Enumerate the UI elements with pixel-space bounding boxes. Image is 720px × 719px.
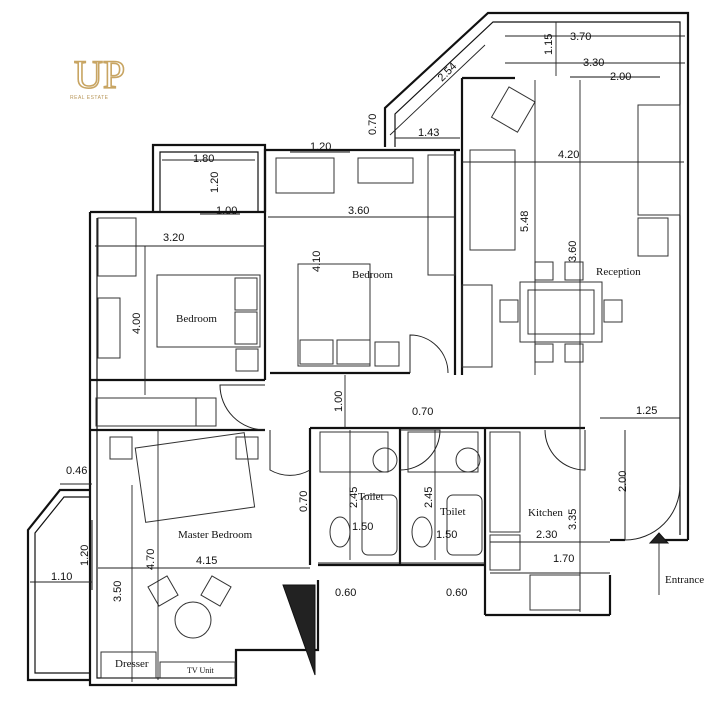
room-labels: Bedroom Bedroom Reception Master Bedroom…	[115, 266, 704, 675]
dim-3-60: 3.60	[348, 205, 369, 217]
dim-1-20-left: 1.20	[79, 545, 91, 566]
dimension-lines	[30, 22, 685, 682]
dim-2-00-top: 2.00	[610, 71, 631, 83]
dim-2-45-a: 2.45	[348, 487, 360, 508]
dim-3-50: 3.50	[112, 581, 124, 602]
dim-1-00-hall: 1.00	[333, 391, 345, 412]
dim-0-70-hall: 0.70	[412, 406, 433, 418]
dim-0-70-door: 0.70	[298, 491, 310, 512]
company-logo: UP REAL ESTATE	[70, 51, 126, 101]
dim-3-20: 3.20	[163, 232, 184, 244]
logo-subtitle: REAL ESTATE	[70, 95, 109, 101]
dim-0-70-top: 0.70	[367, 114, 379, 135]
dim-4-70: 4.70	[145, 549, 157, 570]
dim-1-50-b: 1.50	[436, 529, 457, 541]
room-label-toilet-2: Toilet	[440, 506, 466, 518]
dim-3-30: 3.30	[583, 57, 604, 69]
dim-4-00: 4.00	[131, 313, 143, 334]
dim-2-00-kitchen: 2.00	[617, 471, 629, 492]
room-label-reception: Reception	[596, 266, 641, 278]
room-label-toilet-1: Toilet	[358, 491, 384, 503]
dim-4-10: 4.10	[311, 251, 323, 272]
dim-1-10: 1.10	[51, 571, 72, 583]
dim-0-60-a: 0.60	[335, 587, 356, 599]
dim-4-20: 4.20	[558, 149, 579, 161]
dim-1-00-balcony: 1.00	[216, 205, 237, 217]
dim-0-60-b: 0.60	[446, 587, 467, 599]
room-label-dresser: Dresser	[115, 658, 149, 670]
dim-2-30: 2.30	[536, 529, 557, 541]
dim-1-20-top: 1.20	[310, 141, 331, 153]
room-label-master-bedroom: Master Bedroom	[178, 529, 253, 541]
dim-2-54: 2.54	[436, 60, 460, 84]
dim-1-20-balcony: 1.20	[209, 172, 221, 193]
room-label-kitchen: Kitchen	[528, 507, 563, 519]
dim-2-45-b: 2.45	[423, 487, 435, 508]
room-label-bedroom-1: Bedroom	[176, 313, 217, 325]
dim-4-15: 4.15	[196, 555, 217, 567]
windows	[91, 76, 660, 590]
logo-mark: UP	[74, 52, 125, 97]
room-label-entrance: Entrance	[665, 574, 704, 586]
dimension-labels: 3.70 1.15 3.30 2.00 2.54 0.70 1.43 1.20 …	[51, 31, 657, 602]
dim-3-35: 3.35	[567, 509, 579, 530]
dim-1-43: 1.43	[418, 127, 439, 139]
dim-1-50-a: 1.50	[352, 521, 373, 533]
dim-1-25: 1.25	[636, 405, 657, 417]
dim-0-46: 0.46	[66, 465, 87, 477]
dim-1-80: 1.80	[193, 153, 214, 165]
dim-3-70: 3.70	[570, 31, 591, 43]
room-label-tv-unit: TV Unit	[187, 666, 215, 675]
outer-walls	[26, 11, 690, 687]
dim-5-48: 5.48	[519, 211, 531, 232]
dim-1-15: 1.15	[543, 34, 555, 55]
dim-3-60-vert: 3.60	[567, 241, 579, 262]
dim-1-70: 1.70	[553, 553, 574, 565]
furniture	[95, 86, 681, 679]
room-label-bedroom-2: Bedroom	[352, 269, 393, 281]
